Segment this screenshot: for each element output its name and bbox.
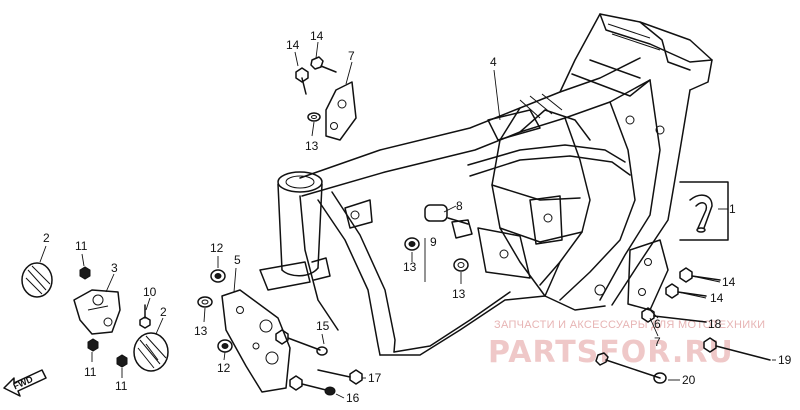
callout-14-b: 14 <box>310 29 324 43</box>
callout-17: 17 <box>368 371 382 385</box>
callout-4: 4 <box>490 55 497 69</box>
callout-11-a: 11 <box>75 239 88 253</box>
part-2-cover-left <box>21 262 53 298</box>
bolts <box>139 56 771 396</box>
nuts-and-washers <box>79 112 469 368</box>
callout-2-bottom: 2 <box>160 305 167 319</box>
callout-13-c: 13 <box>403 260 417 274</box>
part-3-bracket <box>73 289 121 335</box>
callout-13-d: 13 <box>452 287 466 301</box>
part-1-hose-inset <box>679 181 729 241</box>
callout-18: 18 <box>708 317 722 331</box>
callout-9: 9 <box>430 235 437 249</box>
callout-12-b: 12 <box>217 361 231 375</box>
callout-19: 19 <box>778 353 792 367</box>
callout-13-a: 13 <box>194 324 208 338</box>
callout-7-top: 7 <box>348 49 355 63</box>
part-7-bracket-top <box>325 81 357 141</box>
callout-8: 8 <box>456 199 463 213</box>
callout-11-c: 11 <box>115 379 128 393</box>
main-frame <box>259 13 713 356</box>
leader-lines <box>39 41 728 379</box>
callout-1: 1 <box>729 202 736 216</box>
callout-3: 3 <box>111 261 118 275</box>
callout-14-c: 14 <box>722 275 736 289</box>
watermark-tagline: ЗАПЧАСТИ И АКСЕССУАРЫ ДЛЯ МОТОТЕХНИКИ <box>494 319 765 331</box>
callout-2-top: 2 <box>43 231 50 245</box>
callout-15: 15 <box>316 319 330 333</box>
part-2-cover-bottom <box>133 332 169 372</box>
callout-11-b: 11 <box>84 365 97 379</box>
callout-5: 5 <box>234 253 241 267</box>
callout-16: 16 <box>346 391 360 405</box>
callout-14-d: 14 <box>710 291 724 305</box>
callout-dashes <box>321 333 776 399</box>
callout-6: 6 <box>654 317 661 331</box>
callout-13-b: 13 <box>305 139 319 153</box>
watermark-logo: PARTSFOR.RU <box>488 335 734 370</box>
callout-10: 10 <box>143 285 157 299</box>
callout-20: 20 <box>682 373 696 387</box>
callout-14-a: 14 <box>286 38 300 52</box>
callout-7-bottom: 7 <box>654 335 661 349</box>
callout-numbers: 2 11 3 10 2 11 11 12 5 13 12 14 14 7 13 … <box>43 29 792 405</box>
fwd-arrow: FWD <box>3 369 47 397</box>
callout-12-a: 12 <box>210 241 224 255</box>
part-5-plate <box>221 289 291 393</box>
